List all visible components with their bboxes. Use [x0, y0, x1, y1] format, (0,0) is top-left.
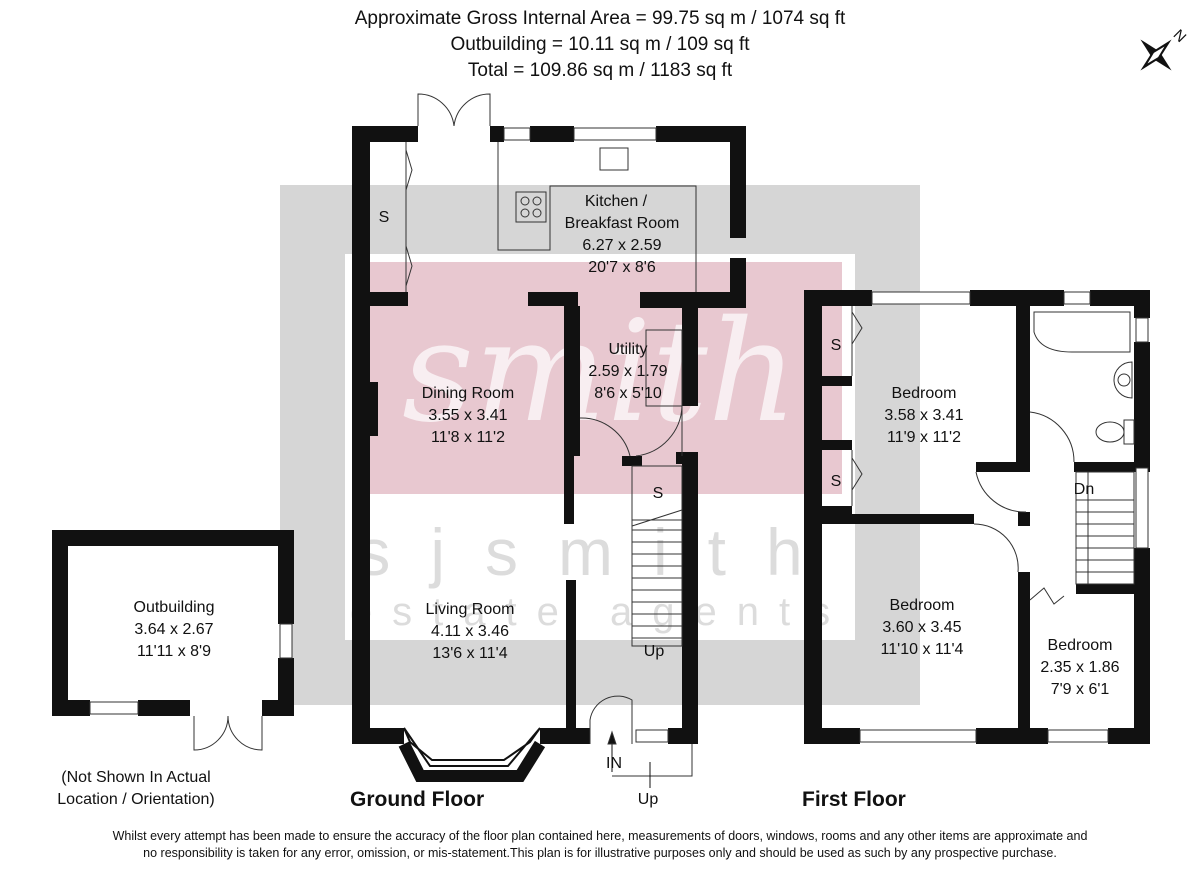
outbuilding-name: Outbuilding [134, 599, 215, 616]
kitchen-metric: 6.27 x 2.59 [582, 237, 661, 254]
outbuilding-area-text: Outbuilding = 10.11 sq m / 109 sq ft [450, 34, 750, 55]
total-area-text: Total = 109.86 sq m / 1183 sq ft [467, 60, 733, 81]
first-storage-2-label: S [831, 473, 842, 490]
outbuilding-note-line1: (Not Shown In Actual [61, 769, 210, 786]
ground-floor-title: Ground Floor [350, 788, 484, 811]
stairs-up-label: Up [644, 643, 665, 660]
living-imperial: 13'6 x 11'4 [432, 645, 507, 662]
bedroom-1-name: Bedroom [892, 385, 957, 402]
svg-text:smith: smith [402, 291, 798, 454]
outbuilding-note-line2: Location / Orientation) [57, 791, 214, 808]
compass-icon: N [1140, 26, 1190, 71]
disclaimer-line2: no responsibility is taken for any error… [143, 846, 1057, 860]
kitchen-name-line1: Kitchen / [585, 193, 648, 210]
gross-area-text: Approximate Gross Internal Area = 99.75 … [354, 8, 846, 29]
dining-metric: 3.55 x 3.41 [428, 407, 507, 424]
disclaimer-line1: Whilst every attempt has been made to en… [112, 829, 1088, 843]
outbuilding-metric: 3.64 x 2.67 [134, 621, 213, 638]
dining-name: Dining Room [422, 385, 514, 402]
compass-north-label: N [1170, 26, 1190, 46]
utility-name: Utility [608, 341, 647, 358]
watermark: smith sjsmith estate agents [280, 185, 920, 705]
outbuilding-imperial: 11'11 x 8'9 [137, 643, 211, 660]
stairs-down-label: Dn [1074, 481, 1094, 498]
utility-metric: 2.59 x 1.79 [588, 363, 667, 380]
ground-floor-walls [352, 126, 746, 744]
bedroom-1-metric: 3.58 x 3.41 [884, 407, 963, 424]
utility-imperial: 8'6 x 5'10 [594, 385, 662, 402]
ground-storage-1-label: S [379, 209, 390, 226]
entrance-label: IN [606, 755, 622, 772]
disclaimer: Whilst every attempt has been made to en… [0, 828, 1200, 862]
outbuilding-details [89, 623, 293, 751]
dining-imperial: 11'8 x 11'2 [431, 429, 505, 446]
bedroom-1-imperial: 11'9 x 11'2 [887, 429, 961, 446]
kitchen-imperial: 20'7 x 8'6 [588, 259, 656, 276]
bedroom-3-name: Bedroom [1048, 637, 1113, 654]
bedroom-3-metric: 2.35 x 1.86 [1040, 659, 1119, 676]
bedroom-2-imperial: 11'10 x 11'4 [881, 641, 964, 658]
first-storage-1-label: S [831, 337, 842, 354]
first-floor-walls [804, 290, 1150, 744]
watermark-brand: sjsmith [357, 515, 842, 589]
living-metric: 4.11 x 3.46 [431, 623, 509, 640]
bedroom-3-imperial: 7'9 x 6'1 [1051, 681, 1110, 698]
outbuilding-walls [52, 530, 294, 716]
kitchen-name-line2: Breakfast Room [565, 215, 680, 232]
ground-floor-details [398, 93, 697, 788]
watermark-sub: estate agents [350, 590, 850, 634]
living-name: Living Room [426, 601, 515, 618]
first-floor-title: First Floor [802, 788, 906, 811]
bedroom-2-metric: 3.60 x 3.45 [882, 619, 961, 636]
first-floor-details [851, 291, 1149, 743]
bedroom-2-name: Bedroom [890, 597, 955, 614]
ground-storage-2-label: S [653, 485, 664, 502]
watermark-logo [360, 262, 842, 494]
step-up-label: Up [638, 791, 659, 808]
